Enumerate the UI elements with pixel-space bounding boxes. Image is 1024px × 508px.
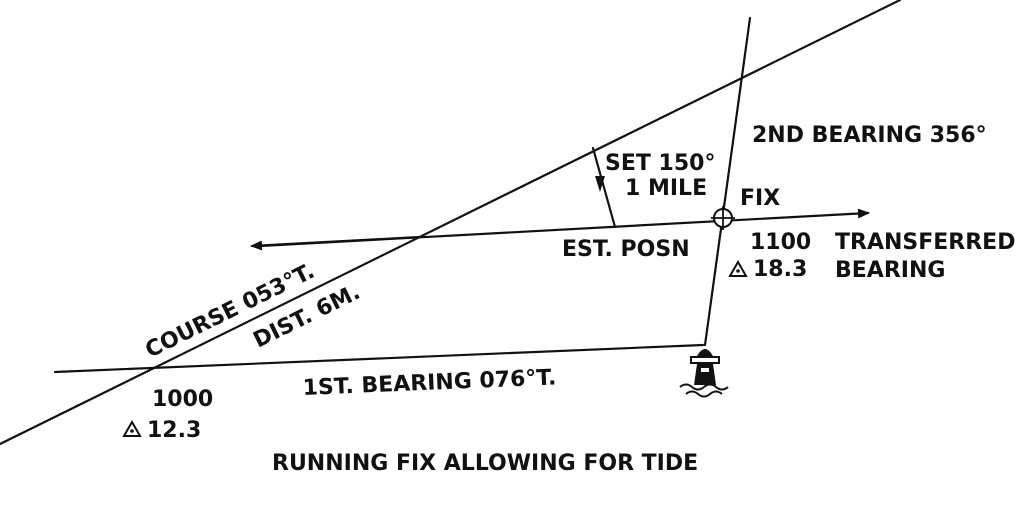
tide-set-arrowhead xyxy=(595,176,605,192)
fix-symbol xyxy=(711,206,735,230)
log-triangle-icon-1000 xyxy=(122,419,142,437)
est-posn-label: EST. POSN xyxy=(562,237,690,262)
log-1100-label: 18.3 xyxy=(753,257,807,282)
transferred-label-line2: BEARING xyxy=(835,258,945,283)
log-1000-label: 12.3 xyxy=(147,418,201,443)
first-bearing-line xyxy=(53,343,705,374)
diagram-title: RUNNING FIX ALLOWING FOR TIDE xyxy=(272,451,698,476)
time-1000-label: 1000 xyxy=(152,387,213,412)
log-triangle-icon-1100 xyxy=(728,259,748,277)
fix-label: FIX xyxy=(740,186,780,211)
transferred-label: TRANSFERRED xyxy=(835,230,1015,255)
set-distance-label: 1 MILE xyxy=(625,176,707,201)
set-label: SET 150° xyxy=(605,151,715,176)
tide-set-line xyxy=(591,146,617,229)
course-line xyxy=(0,0,902,446)
lighthouse-icon xyxy=(679,349,729,398)
first-bearing-label: 1ST. BEARING 076°T. xyxy=(302,365,557,401)
second-bearing-label: 2ND BEARING 356° xyxy=(752,123,987,148)
transferred-bearing-line-west xyxy=(250,235,422,251)
time-1100-label: 1100 xyxy=(750,230,811,255)
second-bearing-line xyxy=(703,16,752,347)
